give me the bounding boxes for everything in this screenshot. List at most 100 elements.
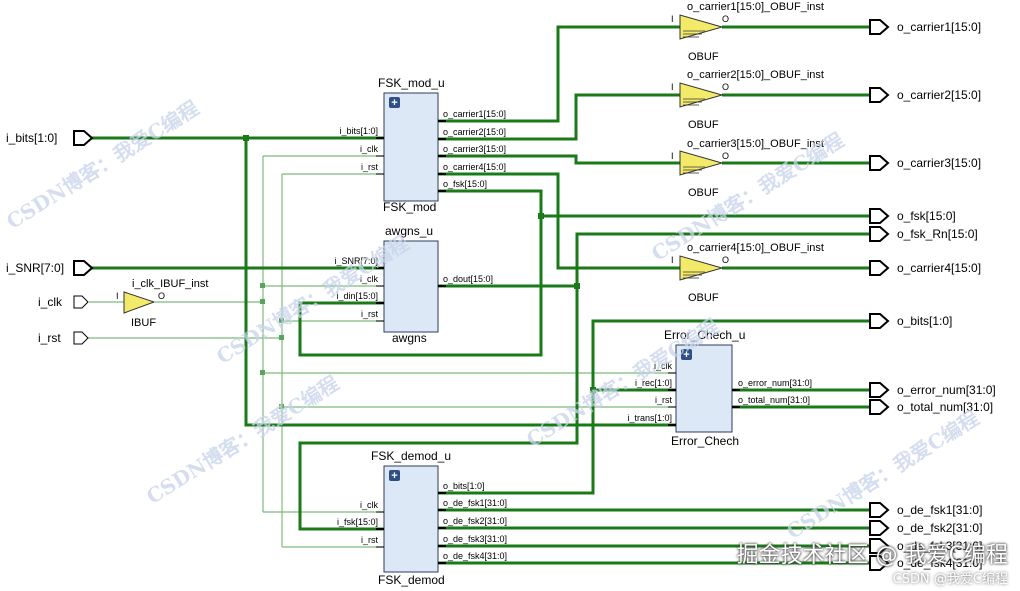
buffer-symbol bbox=[679, 150, 724, 176]
in-port-label: i_rst bbox=[361, 309, 379, 319]
junction-dot bbox=[260, 370, 265, 375]
clock-reset-nets bbox=[88, 155, 676, 548]
out-port-label: o_de_fsk2[31:0] bbox=[443, 516, 507, 526]
obuf-instance-label: o_carrier3[15:0]_OBUF_inst bbox=[687, 138, 824, 150]
junction-dot bbox=[243, 135, 249, 141]
in-port-label: i_SNR[7:0] bbox=[334, 256, 378, 266]
obuf-type-label: OBUF bbox=[688, 51, 719, 63]
pin-o-label: O bbox=[158, 291, 165, 301]
expand-icon[interactable] bbox=[389, 97, 400, 108]
output-port-o-carrier2[interactable]: o_carrier2[15:0] bbox=[869, 87, 981, 103]
output-port-o-fsk-rn[interactable]: o_fsk_Rn[15:0] bbox=[869, 226, 978, 242]
junction-dot bbox=[590, 387, 596, 393]
pin-i-label: I bbox=[671, 151, 674, 161]
junction-dot bbox=[279, 335, 284, 340]
module-body bbox=[383, 92, 439, 202]
expand-icon[interactable] bbox=[389, 470, 400, 481]
pin-i-label: I bbox=[671, 14, 674, 24]
buffer-symbol bbox=[123, 291, 156, 314]
module-instance-label: Error_Chech_u bbox=[664, 328, 745, 342]
junction-dot bbox=[574, 283, 580, 289]
obuf-carrier3[interactable]: o_carrier3[15:0]_OBUF_inst I O OBUF bbox=[671, 138, 824, 199]
module-awgns[interactable]: awgns_u i_SNR[7:0] i_clk i_din[15:0] i_r… bbox=[334, 224, 493, 345]
port-label: i_rst bbox=[38, 331, 61, 345]
obuf-instance-label: o_carrier2[15:0]_OBUF_inst bbox=[687, 69, 824, 81]
pin-i-label: I bbox=[671, 82, 674, 92]
port-label: o_fsk_Rn[15:0] bbox=[897, 227, 978, 241]
pin-o-label: O bbox=[722, 255, 729, 265]
buffer-stripes bbox=[683, 271, 705, 279]
out-port-label: o_bits[1:0] bbox=[443, 481, 485, 491]
port-label: o_de_fsk2[31:0] bbox=[897, 521, 982, 535]
svg-text:+: + bbox=[391, 470, 397, 482]
output-port-o-bits[interactable]: o_bits[1:0] bbox=[869, 313, 952, 329]
port-label: o_carrier2[15:0] bbox=[897, 88, 981, 102]
in-port-label: i_clk bbox=[360, 274, 379, 284]
in-port-label: i_clk bbox=[654, 361, 673, 371]
module-fsk-mod[interactable]: FSK_mod_u + i_bits[1:0] i_clk i_rst o_ca… bbox=[339, 76, 506, 214]
buffer-stripes bbox=[683, 30, 705, 38]
net-junctions bbox=[243, 135, 596, 409]
output-port-o-de-fsk4[interactable]: o_de_fsk4[31:0] bbox=[869, 555, 982, 571]
out-port-label: o_error_num[31:0] bbox=[738, 378, 812, 388]
out-port-label: o_de_fsk4[31:0] bbox=[443, 551, 507, 561]
buffer-stripes bbox=[683, 166, 705, 174]
output-port-o-error-num[interactable]: o_error_num[31:0] bbox=[869, 382, 996, 398]
input-port-i-bits[interactable]: i_bits[1:0] bbox=[6, 130, 94, 146]
module-type-label: awgns bbox=[392, 331, 427, 345]
port-label: o_de_fsk1[31:0] bbox=[897, 503, 982, 517]
module-type-label: Error_Chech bbox=[671, 434, 739, 448]
expand-icon[interactable] bbox=[681, 349, 692, 360]
out-port-label: o_carrier3[15:0] bbox=[443, 144, 506, 154]
svg-text:+: + bbox=[391, 97, 397, 109]
output-port-o-de-fsk2[interactable]: o_de_fsk2[31:0] bbox=[869, 520, 982, 536]
module-body bbox=[383, 240, 439, 333]
obuf-carrier1[interactable]: o_carrier1[15:0]_OBUF_inst I O OBUF bbox=[671, 1, 824, 63]
buffer-symbol bbox=[679, 82, 724, 108]
output-port-o-carrier1[interactable]: o_carrier1[15:0] bbox=[869, 19, 981, 35]
pin-o-label: O bbox=[722, 151, 729, 161]
ibuf-instance-label: i_clk_IBUF_inst bbox=[132, 278, 208, 290]
output-port-o-total-num[interactable]: o_total_num[31:0] bbox=[869, 399, 993, 415]
port-label: i_SNR[7:0] bbox=[6, 261, 64, 275]
obuf-carrier2[interactable]: o_carrier2[15:0]_OBUF_inst I O OBUF bbox=[671, 69, 824, 131]
buffer-symbol bbox=[679, 14, 724, 40]
port-label: o_bits[1:0] bbox=[897, 314, 952, 328]
obuf-type-label: OBUF bbox=[688, 119, 719, 131]
module-instance-label: FSK_demod_u bbox=[371, 449, 451, 463]
output-port-o-carrier4[interactable]: o_carrier4[15:0] bbox=[869, 260, 981, 276]
obuf-type-label: OBUF bbox=[688, 292, 719, 304]
port-label: o_carrier3[15:0] bbox=[897, 156, 981, 170]
module-body bbox=[383, 465, 439, 573]
output-port-o-fsk[interactable]: o_fsk[15:0] bbox=[869, 208, 956, 224]
buffer-stripes bbox=[683, 98, 705, 106]
svg-text:+: + bbox=[683, 349, 689, 361]
out-port-label: o_carrier4[15:0] bbox=[443, 162, 506, 172]
pin-o-label: O bbox=[722, 82, 729, 92]
input-port-i-rst[interactable]: i_rst bbox=[38, 331, 89, 345]
input-port-i-snr[interactable]: i_SNR[7:0] bbox=[6, 260, 94, 276]
output-port-o-de-fsk1[interactable]: o_de_fsk1[31:0] bbox=[869, 502, 982, 518]
port-label: o_de_fsk4[31:0] bbox=[897, 556, 982, 570]
in-port-label: i_rst bbox=[361, 162, 379, 172]
pin-o-label: O bbox=[722, 14, 729, 24]
out-port-label: o_dout[15:0] bbox=[443, 274, 493, 284]
port-label: o_carrier1[15:0] bbox=[897, 20, 981, 34]
junction-dot bbox=[279, 404, 284, 409]
obuf-instance-label: o_carrier4[15:0]_OBUF_inst bbox=[687, 242, 824, 254]
junction-dot bbox=[279, 318, 284, 323]
input-port-i-clk[interactable]: i_clk bbox=[38, 295, 89, 309]
ibuf-cell[interactable]: i_clk_IBUF_inst I O IBUF bbox=[116, 278, 208, 329]
output-port-o-de-fsk3[interactable]: o_de_fsk3[31:0] bbox=[869, 538, 982, 554]
in-port-label: i_rst bbox=[655, 395, 673, 405]
output-port-o-carrier3[interactable]: o_carrier3[15:0] bbox=[869, 155, 981, 171]
footer-sub-watermark: CSDN @我爱C编程 bbox=[892, 572, 1008, 587]
obuf-carrier4[interactable]: o_carrier4[15:0]_OBUF_inst I O OBUF bbox=[671, 242, 824, 304]
module-error-chech[interactable]: Error_Chech_u + i_clk i_rec[1:0] i_rst i… bbox=[627, 328, 812, 448]
module-type-label: FSK_demod bbox=[378, 573, 445, 587]
ibuf-type-label: IBUF bbox=[131, 317, 156, 329]
junction-dot bbox=[538, 213, 544, 219]
pin-i-label: I bbox=[116, 291, 119, 301]
module-fsk-demod[interactable]: FSK_demod_u + i_clk i_fsk[15:0] i_rst o_… bbox=[337, 449, 507, 587]
